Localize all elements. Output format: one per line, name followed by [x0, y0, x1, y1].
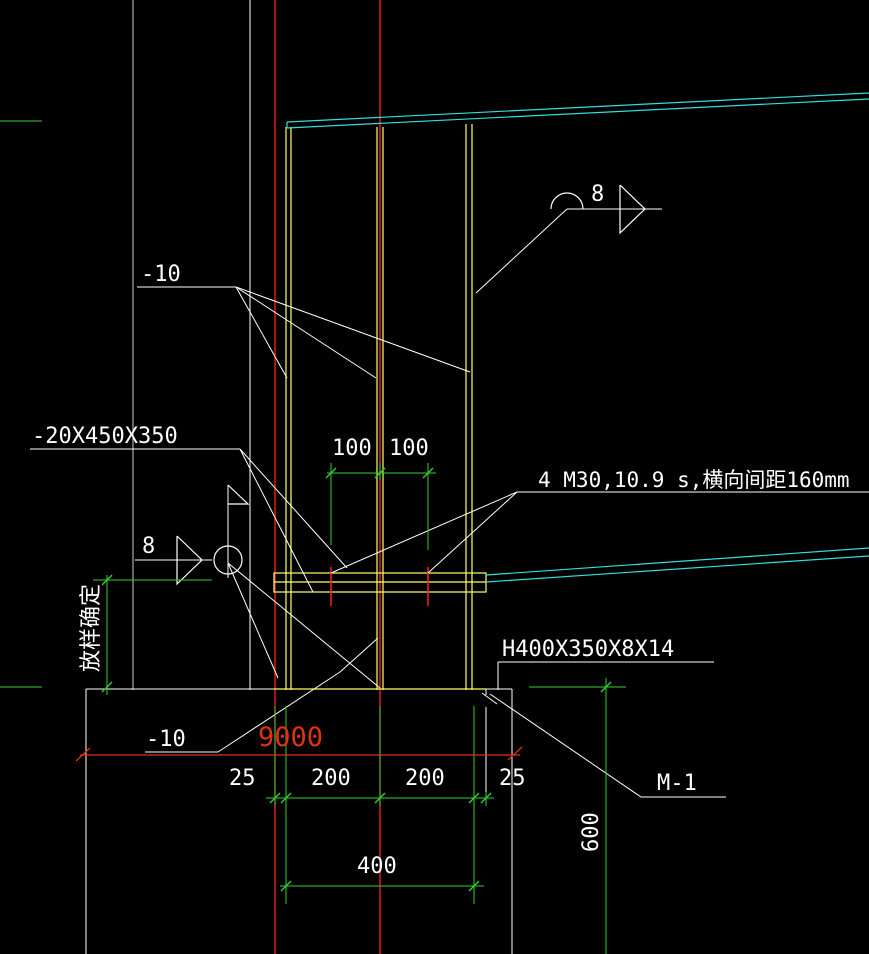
- weld-left-flag: [227, 484, 250, 505]
- dim-label-bottom-a: 25: [229, 766, 256, 791]
- tick: [280, 880, 292, 892]
- label-member-m1: M-1: [657, 771, 697, 796]
- leader-weld-left-b: [227, 562, 381, 689]
- labels: -10 -20X450X350 4 M30,10.9 s,横向间距160mm 8…: [32, 182, 850, 879]
- dim-label-top-right: 100: [389, 436, 429, 461]
- dimension-lines: [93, 463, 626, 954]
- weld-left-fillet: [176, 535, 203, 586]
- bolt-marks: [330, 567, 429, 606]
- beam-top-line-1: [286, 92, 869, 123]
- tick: [468, 880, 480, 892]
- tick: [101, 681, 113, 693]
- weld-symbol-top: [550, 184, 646, 235]
- tick: [480, 792, 492, 804]
- label-weld-top: 8: [591, 182, 604, 207]
- elevation-marker: [75, 746, 523, 762]
- dim-label-bottom-c: 200: [405, 766, 445, 791]
- leader-m1-tick: [481, 692, 498, 705]
- beam-lower-line-1: [485, 547, 869, 576]
- dim-label-total: 400: [357, 854, 397, 879]
- beam-top-line-2: [286, 98, 869, 129]
- tick: [374, 792, 386, 804]
- leader-10-bottom-a: [217, 671, 341, 753]
- leader-weld-left-a: [227, 562, 279, 679]
- weld-left-circle: [213, 545, 243, 575]
- weld-top-circle: [550, 192, 584, 210]
- label-bolts: 4 M30,10.9 s,横向间距160mm: [538, 468, 850, 492]
- weld-top-fillet: [619, 184, 646, 235]
- leader-plate-b: [239, 448, 348, 569]
- leader-weld-top-line: [475, 208, 568, 294]
- leader-m1-diag: [489, 693, 642, 798]
- leader-bolts-a: [330, 491, 518, 574]
- tick: [269, 792, 281, 804]
- elevation-tick-left: [75, 747, 91, 762]
- axis-lines: [0, 0, 381, 954]
- leader-bolts-b: [427, 491, 518, 574]
- tick: [422, 467, 434, 479]
- beam-lines: [286, 92, 869, 583]
- label-section: H400X350X8X14: [502, 637, 674, 662]
- beam-lower-line-2: [485, 555, 869, 583]
- tick: [600, 681, 612, 693]
- dim-label-bottom-b: 200: [311, 766, 351, 791]
- elevation-tick-right: [507, 746, 523, 761]
- dim-ticks: [101, 467, 612, 892]
- leader-10-bottom-b: [339, 637, 379, 673]
- dim-label-top-left: 100: [332, 436, 372, 461]
- leader-10-top-b: [235, 286, 377, 379]
- leader-lines: [30, 208, 869, 798]
- label-weld-left: 8: [142, 534, 155, 559]
- foundation: [85, 688, 513, 954]
- weld-symbol-left: [176, 484, 250, 586]
- steel-column: [273, 124, 487, 690]
- tick: [374, 467, 386, 479]
- leader-10-top-c: [235, 286, 471, 373]
- label-elevation: 9000: [258, 722, 323, 753]
- label-vertical-note: 放样确定: [79, 584, 104, 672]
- leader-plate-a: [239, 448, 314, 593]
- tick: [468, 792, 480, 804]
- leader-10-top-a: [235, 286, 288, 379]
- tick: [101, 574, 113, 586]
- tick: [280, 792, 292, 804]
- label-plate-10-top: -10: [141, 262, 181, 287]
- label-base-plate: -20X450X350: [32, 424, 178, 449]
- dim-label-bottom-d: 25: [499, 766, 526, 791]
- dim-label-height: 600: [579, 812, 604, 852]
- tick: [325, 467, 337, 479]
- label-plate-10-bottom: -10: [146, 727, 186, 752]
